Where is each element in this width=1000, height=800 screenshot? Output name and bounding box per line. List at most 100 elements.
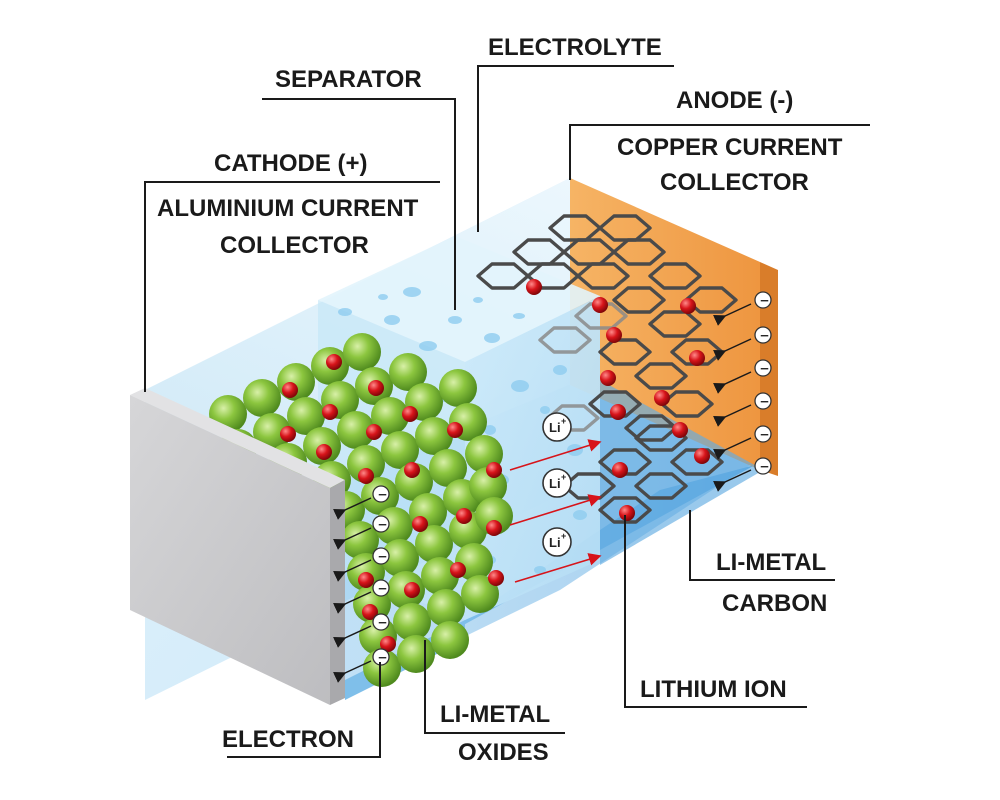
- oxide-sphere: [431, 621, 469, 659]
- lithium-ion: [592, 297, 608, 313]
- anode-label: ANODE (-): [676, 87, 793, 114]
- electron: [754, 359, 772, 377]
- oxides-leader: [424, 640, 565, 734]
- li-ion-charge: +: [561, 472, 566, 482]
- li-ion-charge: +: [561, 416, 566, 426]
- oxide-sphere: [347, 445, 385, 483]
- oxide-sphere: [421, 557, 459, 595]
- aluminium-collector: [130, 388, 345, 705]
- copper-collector-label-line1: COPPER CURRENT: [617, 134, 843, 161]
- lithium-ion: [610, 404, 626, 420]
- oxide-sphere: [397, 635, 435, 673]
- lithium-ion: [404, 462, 420, 478]
- lithium-ion: [404, 582, 420, 598]
- lithium-ion: [358, 572, 374, 588]
- oxide-sphere: [439, 369, 477, 407]
- electron-symbol: −: [759, 395, 769, 409]
- electrons-cathode: −−−−−−: [332, 485, 390, 683]
- lithium-ion: [672, 422, 688, 438]
- electron: [754, 326, 772, 344]
- electron-label: ELECTRON: [222, 726, 354, 753]
- electron-arrow: [332, 497, 372, 520]
- oxide-sphere: [381, 539, 419, 577]
- lithium-ion: [606, 327, 622, 343]
- electron-symbol: −: [377, 518, 387, 532]
- li-ion-badge: Li +: [542, 412, 572, 442]
- electron-arrow: [712, 437, 752, 460]
- lithium-ion: [322, 404, 338, 420]
- cathode-label: CATHODE (+): [214, 150, 368, 177]
- lithium-ion: [486, 462, 502, 478]
- aluminium-collector-edge: [330, 480, 345, 705]
- lithium-ion: [402, 406, 418, 422]
- oxide-sphere: [389, 353, 427, 391]
- oxide-sphere: [429, 449, 467, 487]
- lithium-ion: [280, 426, 296, 442]
- li-ion-symbol: Li: [549, 420, 561, 435]
- lithium-ion: [680, 298, 696, 314]
- aluminium-collector-top: [130, 388, 345, 488]
- lithium-ion-leader: [624, 515, 807, 708]
- labels: SEPARATOR ELECTROLYTE ANODE (-) COPPER C…: [157, 34, 843, 766]
- lithium-ion: [358, 468, 374, 484]
- electron: [372, 613, 390, 631]
- li-metal-oxides-label-line2: OXIDES: [458, 739, 549, 766]
- separator-top: [318, 236, 600, 362]
- separator-label: SEPARATOR: [275, 66, 422, 93]
- oxide-sphere: [287, 397, 325, 435]
- electron-arrow: [712, 371, 752, 394]
- oxide-sphere: [381, 431, 419, 469]
- copper-leader: [569, 124, 870, 180]
- electron: [372, 547, 390, 565]
- electron-arrow: [712, 303, 752, 326]
- electron-arrow: [332, 559, 372, 582]
- li-ion-badge: Li +: [542, 527, 572, 557]
- electron-arrow: [332, 527, 372, 550]
- lithium-ion: [526, 279, 542, 295]
- leader-lines: [144, 65, 870, 758]
- oxide-sphere: [337, 411, 375, 449]
- lithium-ion: [486, 520, 502, 536]
- aluminium-leader: [144, 181, 440, 392]
- oxide-sphere: [243, 379, 281, 417]
- electron-symbol: −: [759, 294, 769, 308]
- electron-symbol: −: [759, 460, 769, 474]
- electron: [372, 515, 390, 533]
- oxide-sphere: [341, 521, 379, 559]
- oxide-sphere: [415, 525, 453, 563]
- lithium-ion-label: LITHIUM ION: [640, 676, 787, 703]
- lithium-ion: [366, 424, 382, 440]
- electron-symbol: −: [377, 651, 387, 665]
- ion-flow: Li + Li + Li +: [509, 412, 602, 583]
- electron: [754, 425, 772, 443]
- lithium-ion: [612, 462, 628, 478]
- oxide-sphere: [461, 575, 499, 613]
- lithium-ion: [600, 370, 616, 386]
- electron: [754, 392, 772, 410]
- lithium-ion: [694, 448, 710, 464]
- li-metal-carbon-label-line1: LI-METAL: [716, 549, 826, 576]
- electron-arrow: [712, 469, 752, 492]
- lithium-ion: [456, 508, 472, 524]
- electron-symbol: −: [759, 362, 769, 376]
- oxide-sphere: [393, 603, 431, 641]
- lithium-ion: [450, 562, 466, 578]
- separator-leader: [262, 98, 456, 310]
- carbon-leader: [689, 510, 835, 581]
- lithium-ion: [362, 604, 378, 620]
- electron-symbol: −: [377, 550, 387, 564]
- ion-arrow: [509, 494, 602, 526]
- lithium-ions: [280, 279, 710, 652]
- lithium-ion: [380, 636, 396, 652]
- oxide-sphere: [253, 413, 291, 451]
- electron-symbol: −: [377, 616, 387, 630]
- electron-arrow: [332, 591, 372, 614]
- electron: [754, 457, 772, 475]
- li-ion-symbol: Li: [549, 476, 561, 491]
- lithium-ion: [689, 350, 705, 366]
- oxide-sphere: [427, 589, 465, 627]
- electrolyte-leader: [477, 65, 674, 232]
- electrolyte-label: ELECTROLYTE: [488, 34, 662, 61]
- lithium-ion: [488, 570, 504, 586]
